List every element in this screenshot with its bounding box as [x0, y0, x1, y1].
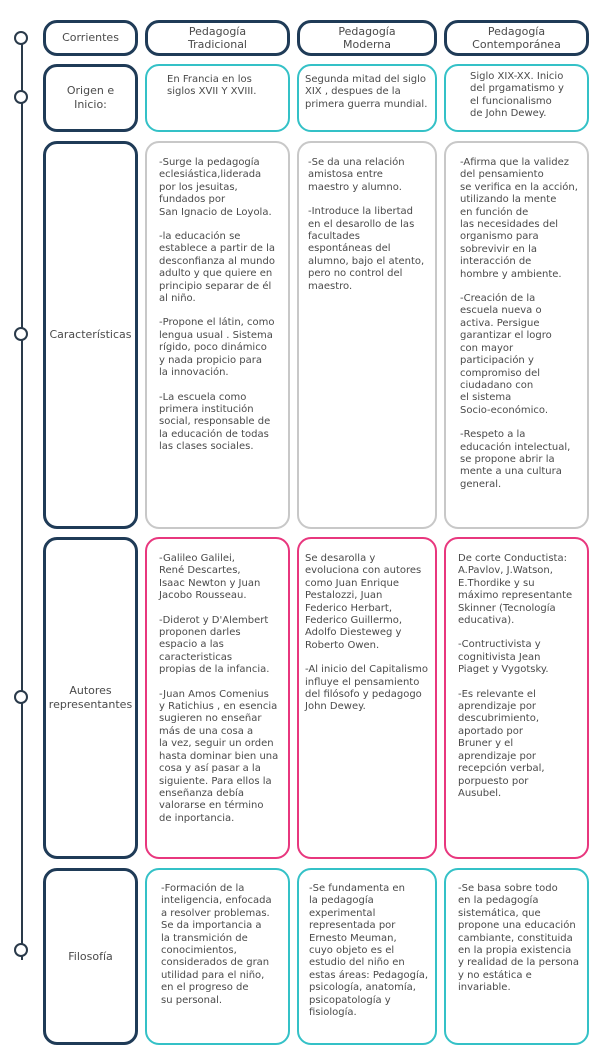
paragraph: -Creación de la escuela nueva o activa. …	[460, 293, 552, 416]
cell-caracteristicas-tradicional: -Surge la pedagogía eclesiástica,liderad…	[145, 141, 290, 529]
paragraph: -Se da una relación amistosa entre maest…	[308, 157, 405, 193]
timeline-node-caracteristicas	[14, 327, 28, 341]
header-pedagogia-moderna: Pedagogía Moderna	[297, 20, 437, 56]
cell-text: -Se basa sobre todo en la pedagogía sist…	[458, 883, 579, 994]
cell-filosofia-tradicional: -Formación de la inteligencia, enfocada …	[145, 868, 290, 1045]
timeline-node-origen	[14, 90, 28, 104]
header-pedagogia-tradicional: Pedagogía Tradicional	[145, 20, 290, 56]
cell-text: En Francia en los siglos XVII Y XVIII.	[167, 74, 257, 98]
header-pedagogia-contemporanea: Pedagogía Contemporánea	[444, 20, 589, 56]
cell-filosofia-moderna: -Se fundamenta en la pedagogía experimen…	[297, 868, 437, 1045]
paragraph: -Contructivista y cognitivista Jean Piag…	[458, 639, 549, 676]
paragraph: -Surge la pedagogía eclesiástica,liderad…	[159, 157, 272, 218]
timeline-node-corrientes	[14, 31, 28, 45]
paragraph: -Juan Amos Comenius y Ratichius , en ese…	[159, 688, 279, 824]
paragraph: -la educación se establece a partir de l…	[159, 231, 275, 305]
cell-origen-moderna: Segunda mitad del siglo XIX , despues de…	[297, 64, 437, 132]
cell-caracteristicas-moderna: -Se da una relación amistosa entre maest…	[297, 141, 437, 529]
cell-origen-contemporanea: Siglo XIX-XX. Inicio del prgamatismo y e…	[444, 64, 589, 132]
paragraph: -Galileo Galilei, René Descartes, Isaac …	[159, 553, 261, 602]
cell-autores-moderna: Se desarolla y evoluciona con autores co…	[297, 537, 437, 859]
cell-autores-tradicional: -Galileo Galilei, René Descartes, Isaac …	[145, 537, 290, 859]
paragraph: -Al inicio del Capitalismo influye el pe…	[305, 664, 429, 713]
timeline-node-autores	[14, 690, 28, 704]
cell-text: Segunda mitad del siglo XIX , despues de…	[305, 74, 428, 110]
cell-text: -Se fundamenta en la pedagogía experimen…	[309, 883, 429, 1019]
cell-autores-contemporanea: De corte Conductista: A.Pavlov, J.Watson…	[444, 537, 589, 859]
paragraph: -Propone el látin, como lengua usual . S…	[159, 317, 275, 379]
cell-filosofia-contemporanea: -Se basa sobre todo en la pedagogía sist…	[444, 868, 589, 1045]
cell-text: Siglo XIX-XX. Inicio del prgamatismo y e…	[470, 71, 564, 120]
paragraph: -Respeto a la educación intelectual, se …	[460, 429, 571, 490]
paragraph: Se desarolla y evoluciona con autores co…	[305, 553, 422, 651]
row-label-caracteristicas: Características	[43, 141, 138, 529]
paragraph: -Es relevante el aprendizaje por descubr…	[458, 688, 545, 799]
paragraph: -La escuela como primera institución soc…	[159, 391, 271, 453]
paragraph: -Diderot y D'Alembert proponen darles es…	[159, 614, 270, 676]
timeline-line	[21, 40, 23, 960]
cell-caracteristicas-contemporanea: -Afirma que la validez del pensamiento s…	[444, 141, 589, 529]
row-label-filosofia: Filosofía	[43, 868, 138, 1045]
header-corrientes: Corrientes	[43, 20, 138, 56]
paragraph: De corte Conductista: A.Pavlov, J.Watson…	[458, 553, 573, 627]
timeline-node-filosofia	[14, 943, 28, 957]
paragraph: -Introduce la libertad en el desarollo d…	[308, 206, 425, 292]
row-label-origen: Origen e Inicio:	[43, 64, 138, 132]
row-label-autores: Autores representantes	[43, 537, 138, 859]
cell-origen-tradicional: En Francia en los siglos XVII Y XVIII.	[145, 64, 290, 132]
cell-text: -Formación de la inteligencia, enfocada …	[161, 883, 272, 1006]
paragraph: -Afirma que la validez del pensamiento s…	[460, 157, 578, 280]
